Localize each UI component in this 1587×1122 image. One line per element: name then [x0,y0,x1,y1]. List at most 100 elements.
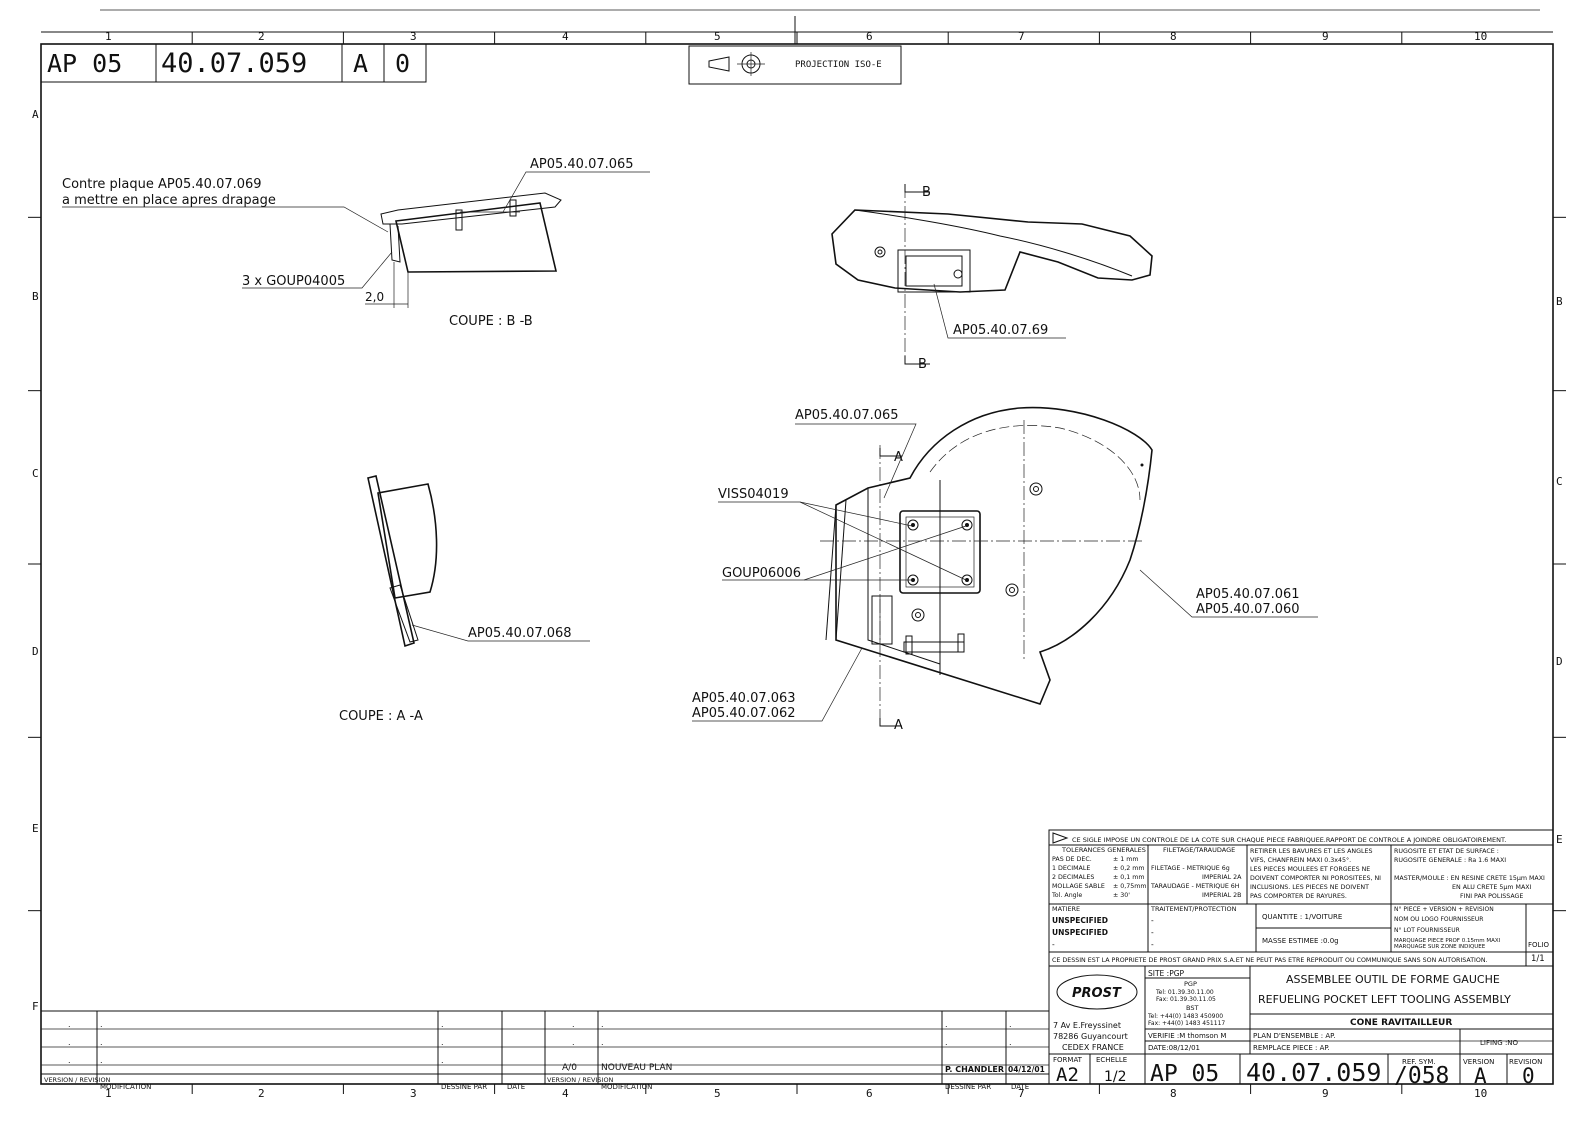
col-label-bottom-2: 2 [258,1087,265,1100]
thread-row-3: TARAUDAGE - METRIQUE 6H [1150,883,1240,890]
dim-value: 2,0 [365,290,384,304]
rev-dot-2e: . [601,1038,604,1047]
column-labels: 1 2 3 4 5 6 7 8 9 10 [105,30,1487,43]
top-view-hole-1 [874,246,886,258]
tol-row-4-value: ± 0,75mm [1113,883,1147,890]
matiere-title: MATIERE [1052,905,1080,913]
col-label-10: 10 [1474,30,1487,43]
row-label-C: C [32,467,39,480]
piece-row-2: NOM OU LOGO FOURNISSEUR [1394,916,1483,923]
verifie: VERIFIE :M thomson M [1148,1032,1226,1040]
row-label-A: A [32,108,39,121]
rev-dot-1b: . [100,1020,103,1029]
section-aa-body [377,483,438,599]
piece-row-4: MARQUAGE PIECE PROF 0.15mm MAXI [1394,938,1501,944]
notes-block: CE SIGLE IMPOSE UN CONTROLE DE LA COTE S… [1048,829,1554,967]
top-view-plate [897,249,971,293]
row-label-right-C: C [1556,475,1563,488]
main-hole-3 [911,608,925,622]
main-view-hidden-edge [929,425,1141,501]
col-label-bottom-10: 10 [1474,1087,1487,1100]
row-label-F: F [32,1000,39,1013]
col-label-2: 2 [258,30,265,43]
row-label-right-D: D [1556,655,1563,668]
rev-dot-1d: . [572,1020,575,1029]
main-view-rib [867,488,941,665]
revision-table: . . . . . . . . . . . . . . . . . A/0 NO… [41,1010,1049,1091]
label-contre-plaque-1: Contre plaque AP05.40.07.069 [62,177,262,192]
col-label-3: 3 [410,30,417,43]
burr-row-3: LES PIECES MOULEES ET FORGEES NE [1250,866,1370,873]
revision-label: REVISION [1509,1058,1542,1066]
rough-row-3: MASTER/MOULE : EN RESINE CRETE 15µm MAXI [1394,875,1545,882]
property-notice: CE DESSIN EST LA PROPRIETE DE PROST GRAN… [1052,957,1488,964]
rev-entry-modification: NOUVEAU PLAN [601,1063,672,1073]
prost-logo-icon [1056,974,1138,1010]
title-en: REFUELING POCKET LEFT TOOLING ASSEMBLY [1258,993,1511,1006]
col-label-bottom-5: 5 [714,1087,721,1100]
plan-ensemble: PLAN D'ENSEMBLE : AP. [1253,1032,1336,1040]
rev-header-mod-left: MODIFICATION [100,1083,151,1091]
leader-contre-plaque [62,206,389,233]
bottom-id-number: 40.07.059 [1246,1058,1381,1087]
rev-header-by-right: DESSINE PAR [945,1083,991,1091]
plate-screw-1-core [911,523,915,527]
main-view-side-edge-2 [835,499,847,641]
col-label-6: 6 [866,30,873,43]
top-view-outline [831,209,1153,293]
rev-header-version-right: VERSION / REVISION [547,1076,614,1084]
rev-dot-1g: . [1009,1020,1012,1029]
rev-dot-1f: . [945,1020,948,1029]
leader-goup-2 [803,525,967,581]
projection-frame [688,45,902,85]
row-label-E: E [32,822,39,835]
bst-tel: Tel: +44(0) 1483 450900 [1147,1013,1223,1020]
title-block: PROST 7 Av E.Freyssinet 78286 Guyancourt… [1048,965,1554,1089]
section-bb-counterplate [389,223,401,263]
rev-dot-3a: . [68,1056,71,1065]
ref-value: /058 [1394,1063,1449,1089]
rev-entry-author: P. CHANDLER [945,1065,1004,1074]
traitement-row-2: - [1151,928,1154,937]
site: SITE :PGP [1148,969,1185,978]
id-number: 40.07.059 [161,48,307,79]
traitement-title: TRAITEMENT/PROTECTION [1150,905,1237,913]
tol-row-1-label: PAS DE DEC. [1052,856,1092,863]
leader-part-065-main [795,423,917,499]
pgp-label: PGP [1184,980,1197,988]
masse: MASSE ESTIMEE :0.0g [1262,937,1339,945]
matiere-row-1: UNSPECIFIED [1052,916,1108,925]
traitement-row-3: - [1151,940,1154,949]
section-marker-b-bottom [904,356,930,365]
main-hole-1-inner [1033,486,1039,492]
col-label-5: 5 [714,30,721,43]
rev-entry-version: A/0 [562,1063,577,1073]
section-marker-b-top-label: B [922,185,931,200]
section-bb-view: 2,0 Contre plaque AP05.40.07.069 a mettr… [62,157,650,329]
rev-header-mod-right: MODIFICATION [601,1083,652,1091]
main-point [1140,463,1144,467]
tol-row-5-label: Tol. Angle [1051,892,1082,899]
main-hole-2 [1005,583,1019,597]
rev-dot-2d: . [572,1038,575,1047]
echelle-label: ECHELLE [1096,1056,1127,1064]
thread-row-1: FILETAGE - METRIQUE 6g [1151,865,1230,872]
tol-row-4-label: MOLLAGE SABLE [1052,883,1105,890]
main-hole-3-inner [915,612,921,618]
col-label-bottom-8: 8 [1170,1087,1177,1100]
echelle-value: 1/2 [1104,1069,1127,1085]
bst-label: BST [1186,1004,1198,1012]
rev-dot-1e: . [601,1020,604,1029]
plate-screw-2 [961,519,973,531]
leader-part-068 [411,624,590,642]
matiere-row-2: UNSPECIFIED [1052,928,1108,937]
row-label-right-E: E [1556,833,1563,846]
rev-dot-1c: . [441,1020,444,1029]
row-labels: A B C D E F B C D E [32,108,1563,1013]
format-label: FORMAT [1053,1056,1083,1064]
section-marker-b-bottom-label: B [918,357,927,372]
piece-row-3: N° LOT FOURNISSEUR [1394,927,1460,934]
leader-viss-2 [799,501,967,581]
